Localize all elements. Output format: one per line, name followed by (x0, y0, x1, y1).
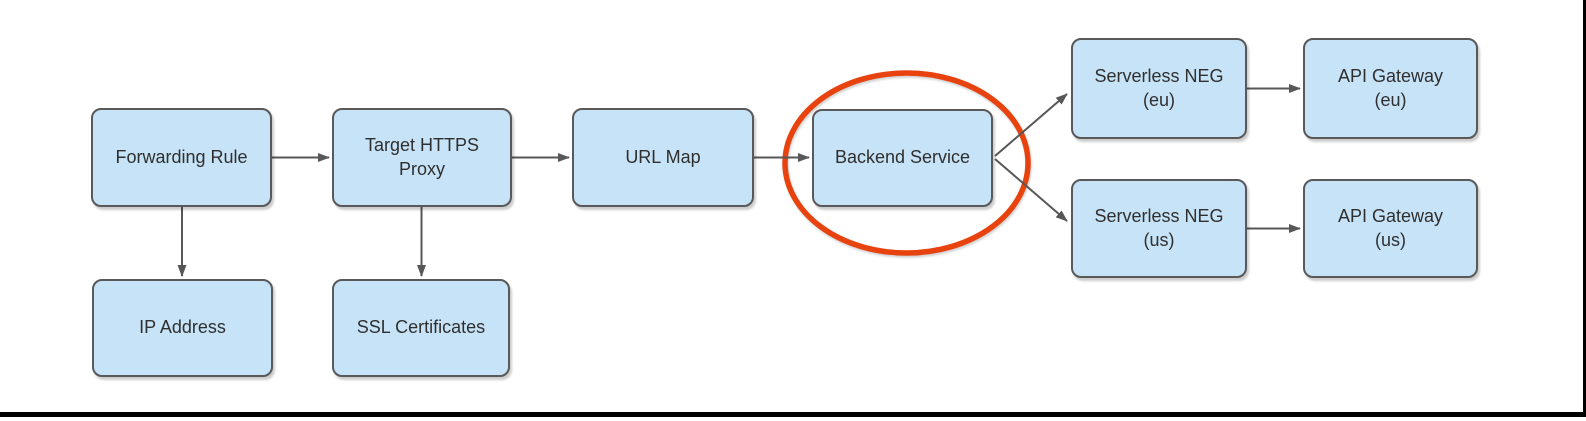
frame-border-bottom (0, 412, 1586, 417)
node-forwarding-rule: Forwarding Rule (91, 108, 272, 207)
node-api-gateway-us: API Gateway (us) (1303, 179, 1478, 278)
node-url-map: URL Map (572, 108, 754, 207)
node-backend-service: Backend Service (812, 109, 993, 207)
node-ip-address: IP Address (92, 279, 273, 377)
node-target-https-proxy: Target HTTPS Proxy (332, 108, 512, 207)
node-serverless-neg-eu: Serverless NEG (eu) (1071, 38, 1247, 139)
node-ssl-certificates: SSL Certificates (332, 279, 510, 377)
edge-backend-service-to-serverless-neg-us (994, 158, 1068, 222)
frame-border-right (1583, 0, 1586, 417)
node-serverless-neg-us: Serverless NEG (us) (1071, 179, 1247, 278)
edge-backend-service-to-serverless-neg-eu (994, 93, 1068, 157)
node-api-gateway-eu: API Gateway (eu) (1303, 38, 1478, 139)
